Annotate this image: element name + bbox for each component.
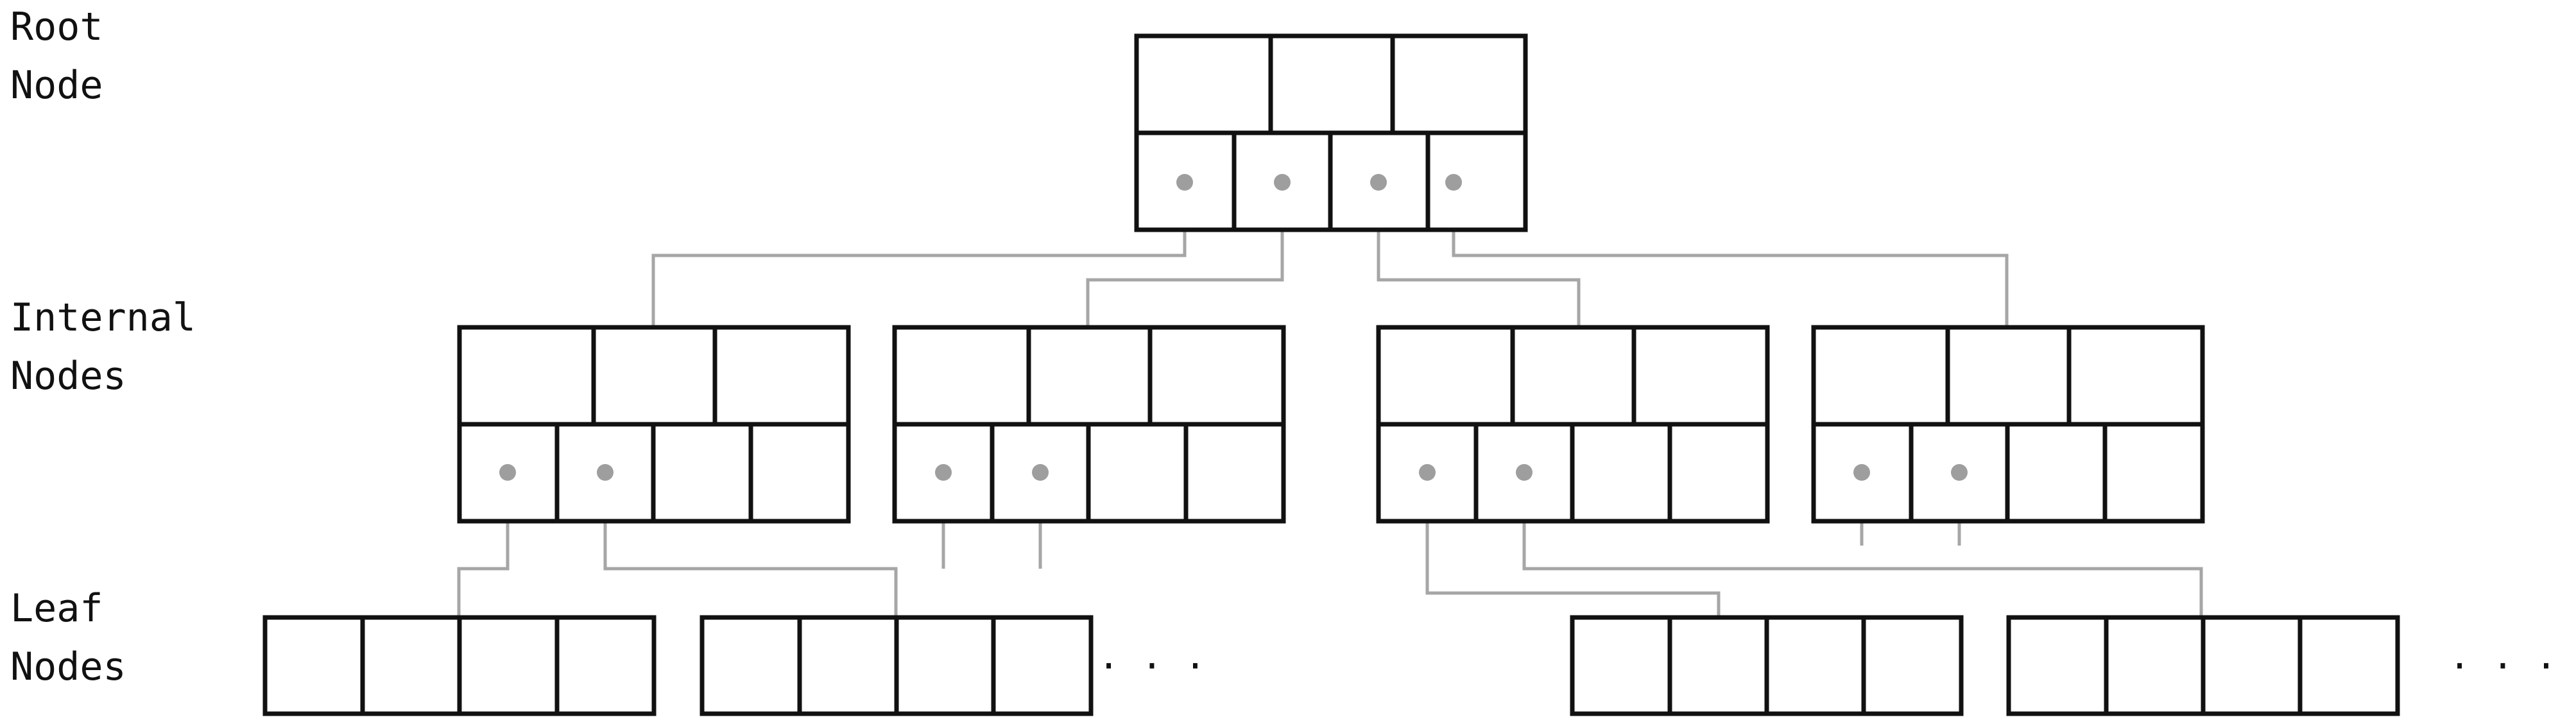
internal-label-line-2: Nodes — [10, 354, 126, 399]
root-pointer-dot-4 — [1445, 174, 1462, 191]
root-label-line-2: Node — [10, 63, 103, 108]
root-pointer-dot-3 — [1370, 174, 1387, 191]
root-label-line-1: Root — [10, 4, 103, 49]
leaf-node-4 — [2006, 615, 2400, 716]
root-node — [1134, 33, 1528, 232]
leaf-node-1 — [262, 615, 657, 716]
leaf-label-line-1: Leaf — [10, 586, 103, 631]
leaf-node-3 — [1570, 615, 1964, 716]
root-pointer-dot-2 — [1274, 174, 1291, 191]
internal-node-2 — [892, 325, 1286, 524]
leaf-ellipsis-middle: · · · — [1098, 646, 1206, 687]
connector-internal-3-to-leaf-3 — [1425, 472, 1721, 617]
internal-3-pointer-dot-2 — [1516, 464, 1533, 481]
leaf-node-2 — [700, 615, 1094, 716]
internal-label-line-1: Internal — [10, 295, 196, 340]
internal-node-1 — [457, 325, 851, 524]
root-node-label: Root Node — [10, 4, 126, 108]
internal-node-3 — [1376, 325, 1770, 524]
pointer-dots — [499, 174, 1968, 481]
root-pointer-dot-1 — [1176, 174, 1193, 191]
internal-1-pointer-dot-1 — [499, 464, 516, 481]
internal-2-pointer-dot-1 — [935, 464, 952, 481]
internal-nodes-label: Internal Nodes — [10, 295, 219, 399]
internal-2-pointer-dot-2 — [1032, 464, 1049, 481]
connector-root-to-internal-1 — [651, 182, 1187, 326]
internal-1-pointer-dot-2 — [597, 464, 614, 481]
leaf-nodes-label: Leaf Nodes — [10, 586, 126, 689]
leaf-label-line-2: Nodes — [10, 644, 126, 689]
leaf-ellipsis-right: · · · — [2449, 646, 2557, 687]
internal-4-pointer-dot-1 — [1853, 464, 1870, 481]
internal-3-pointer-dot-1 — [1419, 464, 1436, 481]
connector-root-to-internal-4 — [1452, 182, 2009, 326]
internal-4-pointer-dot-2 — [1951, 464, 1968, 481]
internal-node-4 — [1811, 325, 2205, 524]
